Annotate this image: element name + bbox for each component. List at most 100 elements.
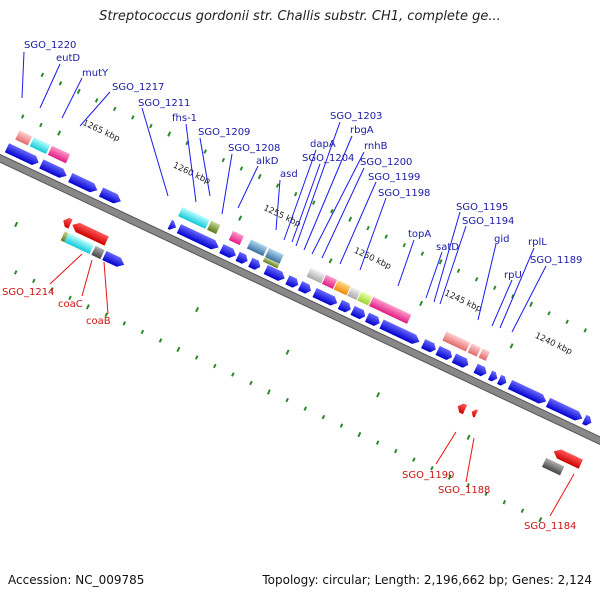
forward-gene [451, 353, 469, 368]
tick-mark [430, 465, 434, 471]
gene-label[interactable]: SGO_1188 [438, 485, 490, 496]
gene-label[interactable]: rplL [528, 237, 547, 248]
gene-label[interactable]: SGO_1195 [456, 202, 508, 213]
tick-mark [131, 115, 135, 120]
tick-mark [330, 208, 334, 214]
gene-label[interactable]: eutD [56, 53, 80, 64]
gene-label[interactable]: dapA [310, 139, 336, 150]
genome-backbone [0, 142, 600, 457]
tick-mark [484, 491, 488, 496]
gene-label[interactable]: coaB [86, 316, 111, 327]
gene-label[interactable]: SGO_1220 [24, 40, 76, 51]
tick-mark [140, 329, 145, 335]
forward-strand [4, 143, 592, 426]
gene-label[interactable]: SGO_1189 [530, 255, 582, 266]
forward-gene [379, 319, 420, 344]
tick-mark [231, 372, 235, 377]
gene-label[interactable]: SGO_1184 [524, 521, 576, 532]
leader-line [221, 153, 233, 215]
feature-salmon [467, 343, 481, 357]
gene-label[interactable]: alkD [256, 156, 279, 167]
gene-label[interactable]: SGO_1209 [198, 127, 250, 138]
tick-mark [149, 123, 153, 129]
tick-mark [14, 221, 19, 228]
feature-salmon [442, 331, 471, 352]
forward-gene [473, 363, 487, 377]
gene-label[interactable]: SGO_1214 [2, 287, 54, 298]
tick-mark [376, 392, 381, 398]
gene-label[interactable]: gid [494, 234, 509, 245]
tick-mark [285, 397, 289, 403]
tick-mark [40, 72, 45, 78]
tick-mark [312, 200, 316, 205]
forward-gene [98, 187, 121, 204]
gene-label[interactable]: SGO_1217 [112, 82, 164, 93]
leader-line [199, 137, 211, 197]
tick-mark [20, 114, 25, 119]
tick-mark [420, 251, 425, 256]
tick-mark [285, 349, 290, 355]
feature-cyan [178, 207, 210, 229]
leader-line [39, 63, 61, 109]
leader-line [291, 163, 321, 243]
gene-label[interactable]: SGO_1190 [402, 470, 454, 481]
tick-mark [547, 311, 551, 316]
gene-label[interactable]: SGO_1208 [228, 143, 280, 154]
tick-mark [13, 270, 18, 275]
reverse-gene [541, 457, 565, 476]
gene-label[interactable]: coaC [58, 299, 83, 310]
forward-gene [39, 159, 67, 178]
gene-label[interactable]: SGO_1211 [138, 98, 190, 109]
reverse-strand [60, 217, 583, 476]
gene-label[interactable]: rbgA [350, 125, 374, 136]
tick-mark [176, 346, 181, 353]
forward-gene [364, 312, 380, 326]
feature-salmon [15, 130, 33, 146]
leader-line [339, 181, 377, 265]
feature-olive [262, 256, 280, 269]
feature-pink [369, 296, 412, 324]
feature-steelblue [246, 239, 268, 257]
tick-mark [275, 183, 280, 188]
feature-green [357, 291, 373, 306]
gene-label[interactable]: SGO_1204 [302, 153, 354, 164]
gene-label[interactable]: SGO_1199 [368, 172, 420, 183]
gene-label[interactable]: mutY [82, 68, 109, 79]
forward-gene [263, 264, 285, 281]
gene-label[interactable]: rpU [504, 270, 522, 281]
leader-line [295, 121, 341, 247]
feature-olive [207, 220, 221, 235]
forward-gene [350, 305, 366, 320]
tick-mark [402, 242, 407, 248]
feature-cyan [29, 137, 51, 154]
gene-label[interactable]: SGO_1194 [462, 216, 514, 227]
tick-mark [213, 363, 217, 369]
reverse-labels: SGO_1214 coaC coaB SGO_1190 SGO_1188 SGO… [2, 287, 576, 532]
tick-mark [58, 81, 63, 86]
feature-salmon [478, 348, 491, 361]
forward-gene [4, 143, 39, 166]
gene-label[interactable]: SGO_1203 [330, 111, 382, 122]
forward-gene [337, 299, 351, 313]
leader-line [237, 165, 259, 209]
gene-label[interactable]: asd [280, 169, 298, 180]
tick-mark [357, 431, 362, 438]
gene-label[interactable]: SGO_1200 [360, 157, 412, 168]
tick-mark [94, 98, 99, 103]
tick-mark [122, 321, 127, 326]
gene-label[interactable]: SGO_1198 [378, 188, 430, 199]
leader-line [435, 431, 457, 465]
leader-line [275, 179, 281, 231]
tick-mark [303, 406, 308, 411]
gene-label[interactable]: fhs-1 [172, 113, 197, 124]
gene-label[interactable]: rnhB [364, 141, 388, 152]
leader-line [49, 253, 83, 285]
gene-label[interactable]: topA [408, 229, 431, 240]
leader-line [21, 51, 25, 99]
leader-line [433, 211, 461, 303]
tick-mark [104, 312, 108, 318]
feature-pink [228, 230, 244, 246]
gene-label[interactable]: satD [436, 242, 459, 253]
tick-mark [167, 131, 172, 137]
